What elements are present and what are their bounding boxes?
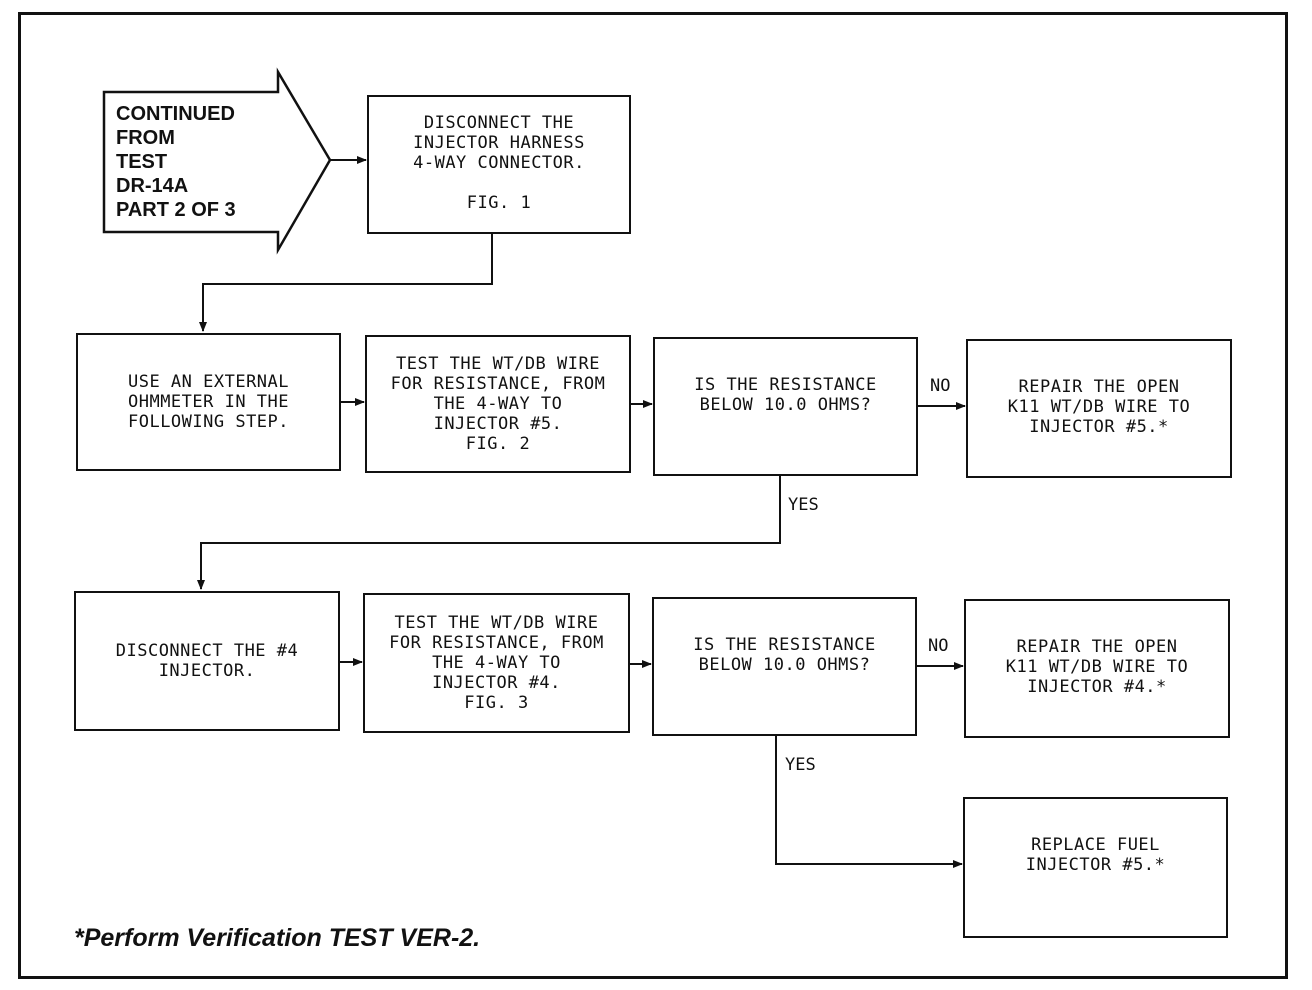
start-arrow-label: CONTINUED FROM TEST DR-14A PART 2 OF 3	[116, 103, 236, 221]
branch-label-no-2: NO	[928, 636, 949, 656]
step-repair-open-wire-5: REPAIR THE OPEN K11 WT/DB WIRE TO INJECT…	[966, 339, 1232, 478]
step-disconnect-harness: DISCONNECT THE INJECTOR HARNESS 4-WAY CO…	[367, 95, 631, 234]
step-disconnect-injector-4: DISCONNECT THE #4 INJECTOR.	[74, 591, 340, 731]
connector-decision1-yes	[197, 476, 781, 590]
step-repair-open-wire-4: REPAIR THE OPEN K11 WT/DB WIRE TO INJECT…	[964, 599, 1230, 738]
decision-resistance-2: IS THE RESISTANCE BELOW 10.0 OHMS?	[652, 597, 917, 736]
footnote-verification: *Perform Verification TEST VER-2.	[74, 924, 481, 952]
diagram-frame	[18, 12, 1288, 979]
decision-resistance-1: IS THE RESISTANCE BELOW 10.0 OHMS?	[653, 337, 918, 476]
connector-harness-to-ohmmeter	[199, 234, 493, 332]
branch-label-yes-2: YES	[785, 755, 816, 775]
step-use-ohmmeter: USE AN EXTERNAL OHMMETER IN THE FOLLOWIN…	[76, 333, 341, 471]
branch-label-no-1: NO	[930, 376, 951, 396]
branch-label-yes-1: YES	[788, 495, 819, 515]
step-test-wire-injector-4: TEST THE WT/DB WIRE FOR RESISTANCE, FROM…	[363, 593, 630, 733]
step-test-wire-injector-5: TEST THE WT/DB WIRE FOR RESISTANCE, FROM…	[365, 335, 631, 473]
connector-decision2-yes	[775, 736, 963, 868]
start-arrow-shape	[102, 67, 332, 255]
step-replace-fuel-injector: REPLACE FUEL INJECTOR #5.*	[963, 797, 1228, 938]
